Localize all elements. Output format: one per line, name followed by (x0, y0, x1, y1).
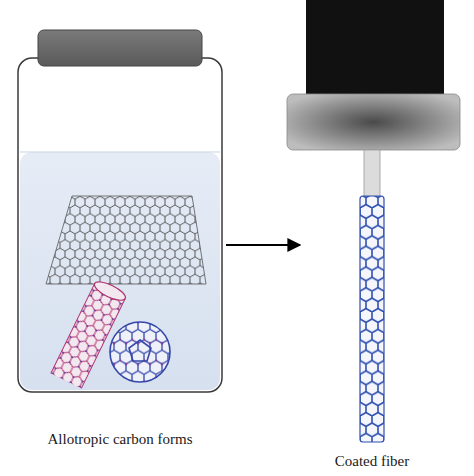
fullerene-lattice (108, 320, 172, 384)
figure-label: Coated fiber (333, 452, 412, 470)
nanotube-wall (51, 284, 95, 374)
fullerene-outline (110, 322, 170, 382)
fullerene (108, 320, 172, 384)
graphene-lattice (40, 190, 210, 290)
vial-cap (38, 30, 202, 66)
fiber-rod (364, 150, 380, 200)
liquid-surface (20, 152, 220, 153)
fiber-holder (287, 0, 460, 444)
illustration-node: Allotropic carbon forms (14, 28, 226, 448)
holder-hub (287, 94, 460, 150)
holder-barrel (306, 0, 444, 96)
coating-outline (360, 196, 384, 442)
figure-label: Allotropic carbon forms (46, 430, 195, 448)
vial (18, 30, 222, 392)
fullerene-pentagon (129, 340, 151, 361)
vial-body (18, 58, 222, 392)
graphene-sheet (40, 190, 210, 290)
coating-lattice (360, 196, 384, 442)
nanotube-end (92, 278, 128, 304)
vial-liquid (20, 152, 220, 390)
illustration-node: Coated fiber (300, 0, 444, 470)
process-arrow (226, 244, 300, 246)
graphene-edge (46, 196, 206, 284)
